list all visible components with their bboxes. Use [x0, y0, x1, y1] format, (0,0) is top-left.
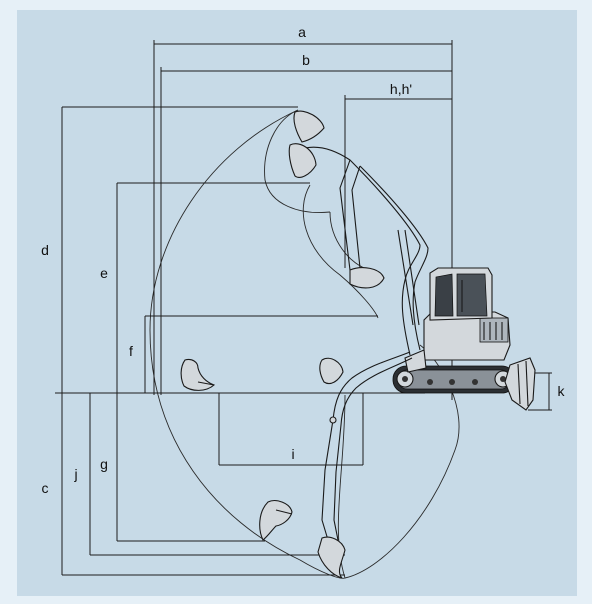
dozer-blade: [504, 357, 536, 411]
dimension-labels: a b h,h' d e f i c j g k: [41, 24, 565, 496]
boom-raised: [288, 110, 429, 356]
label-a: a: [298, 24, 306, 40]
label-i: i: [291, 446, 294, 462]
label-f: f: [129, 343, 133, 359]
label-c: c: [42, 480, 49, 496]
label-j: j: [73, 466, 77, 482]
boom-lowered: [317, 351, 413, 579]
label-h-h-prime: h,h': [390, 81, 412, 97]
label-b: b: [302, 52, 310, 68]
working-range-envelope: [149, 109, 460, 579]
bucket-ground-left: [180, 358, 216, 391]
label-g: g: [100, 456, 108, 472]
excavator-machine: [180, 110, 536, 579]
operator-cab: [429, 267, 493, 321]
dimension-lines: [55, 40, 552, 576]
label-d: d: [41, 242, 49, 258]
label-e: e: [100, 265, 108, 281]
crawler-track: [392, 365, 516, 394]
bucket-deep-left: [259, 500, 293, 541]
label-k: k: [558, 383, 566, 399]
